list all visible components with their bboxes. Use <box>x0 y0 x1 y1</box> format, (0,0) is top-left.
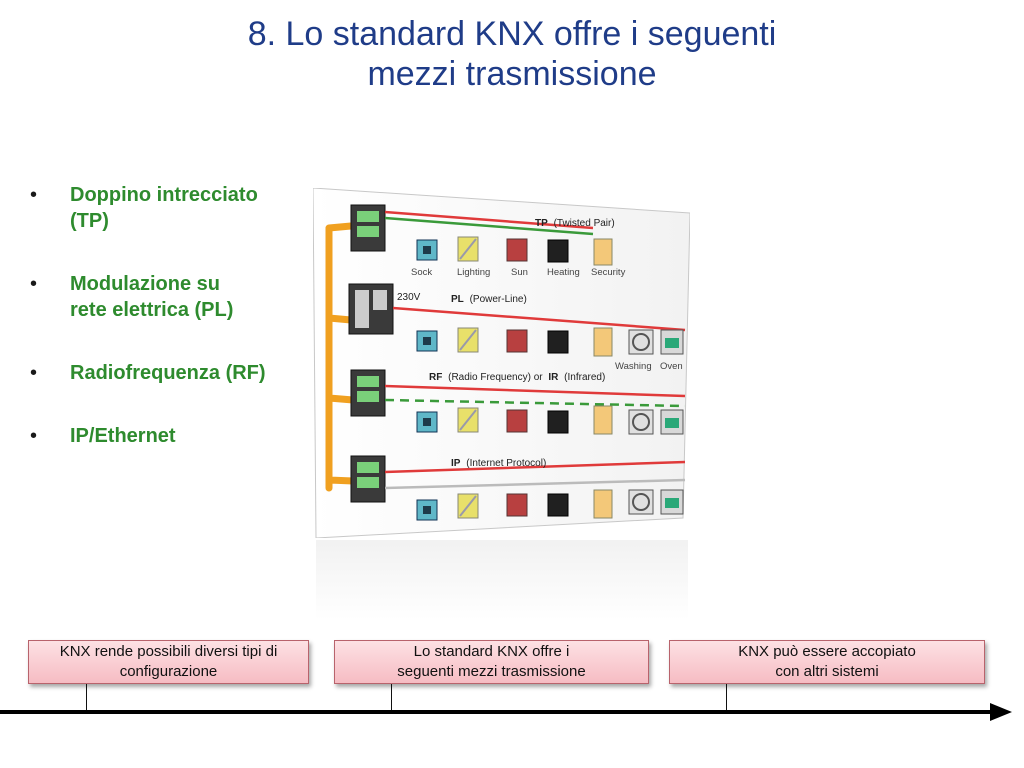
tp-label: TP <box>535 218 548 229</box>
bullet-dot: • <box>30 273 38 295</box>
rf-section: RF (Radio Frequency) or IR (Infrared) <box>350 369 686 435</box>
svg-text:Washing Oven: Washing Oven <box>615 361 683 372</box>
timeline-box-line2: con altri sistemi <box>775 663 879 680</box>
bullet-text-line2: rete elettrica (PL) <box>70 299 234 321</box>
timeline-box-configurazione[interactable]: KNX rende possibili diversi tipi di conf… <box>28 640 309 684</box>
slide-title: 8. Lo standard KNX offre i seguenti mezz… <box>0 14 1024 94</box>
tp-section: TP (Twisted Pair) Sock Lighting Sun Heat… <box>350 204 626 278</box>
bullet-dot: • <box>30 362 38 384</box>
timeline-box-line1: Lo standard KNX offre i <box>413 643 570 660</box>
ir-sub: (Infrared) <box>564 372 605 383</box>
pl-label: PL <box>451 294 464 305</box>
ip-section: IP (Internet Protocol) <box>350 455 686 521</box>
pl-section: 230V PL (Power-Line) Washing Oven <box>348 283 686 372</box>
timeline-box-line1: KNX può essere accopiato <box>738 643 916 660</box>
rf-label: RF <box>429 372 442 383</box>
device-label-lighting: Lighting <box>457 267 490 278</box>
timeline-box-line2: seguenti mezzi trasmissione <box>397 663 586 680</box>
bullet-text-line1: Doppino intrecciato <box>70 184 258 206</box>
timeline-arrow-icon <box>990 703 1012 721</box>
timeline-box-line2: configurazione <box>119 663 218 680</box>
svg-text:IP (Internet Protocol): IP (Internet Protocol) <box>451 458 546 469</box>
bullet-text-line1: IP/Ethernet <box>70 425 176 447</box>
bullet-dot: • <box>30 184 38 206</box>
bullet-text-line1: Radiofrequenza (RF) <box>70 362 266 384</box>
slide-title-line1: 8. Lo standard KNX offre i seguenti <box>247 15 777 53</box>
voltage-label: 230V <box>397 292 421 303</box>
tp-sub: (Twisted Pair) <box>554 218 615 229</box>
bullet-dot: • <box>30 425 38 447</box>
svg-text:TP (Twisted Pair): TP (Twisted Pair) <box>535 218 615 229</box>
bullet-text-line1: Modulazione su <box>70 273 220 295</box>
timeline-box-mezzi-trasmissione[interactable]: Lo standard KNX offre i seguenti mezzi t… <box>334 640 649 684</box>
timeline-box-altri-sistemi[interactable]: KNX può essere accopiato con altri siste… <box>669 640 985 684</box>
bullet-item: • IP/Ethernet <box>30 423 310 449</box>
svg-text:Sock Lighting Sun: Sock Lighting Sun Heating Security <box>411 267 626 278</box>
device-label-security: Security <box>591 267 626 278</box>
device-label-oven: Oven <box>660 361 683 372</box>
device-label-sock: Sock <box>411 267 432 278</box>
bullet-item: • Modulazione su rete elettrica (PL) <box>30 271 310 323</box>
bullet-list: • Doppino intrecciato (TP) • Modulazione… <box>30 182 310 486</box>
diagram-background <box>313 188 690 538</box>
timeline-axis <box>0 710 1000 714</box>
timeline-tick <box>726 684 727 711</box>
orange-trunk <box>325 222 357 492</box>
slide-title-line2: mezzi trasmissione <box>367 55 657 93</box>
ir-label: IR <box>548 372 559 383</box>
rf-sub: (Radio Frequency) or <box>448 372 543 383</box>
timeline-tick <box>86 684 87 711</box>
device-label-heating: Heating <box>547 267 580 278</box>
ip-sub: (Internet Protocol) <box>466 458 546 469</box>
timeline-box-line1: KNX rende possibili diversi tipi di <box>59 643 278 660</box>
timeline-tick <box>391 684 392 711</box>
bullet-item: • Radiofrequenza (RF) <box>30 360 310 386</box>
pl-sub: (Power-Line) <box>470 294 527 305</box>
ip-label: IP <box>451 458 461 469</box>
svg-text:RF (Radio Frequency) or: RF (Radio Frequency) or IR (Infrared) <box>429 372 605 383</box>
device-label-washing: Washing <box>615 361 652 372</box>
bullet-item: • Doppino intrecciato (TP) <box>30 182 310 234</box>
svg-text:PL (Power-Line): PL (Power-Line) <box>451 294 527 305</box>
bullet-text-line2: (TP) <box>70 210 109 232</box>
diagram-reflection <box>316 540 688 620</box>
knx-media-diagram: TP (Twisted Pair) Sock Lighting Sun Heat… <box>313 188 690 538</box>
device-label-sun: Sun <box>511 267 528 278</box>
